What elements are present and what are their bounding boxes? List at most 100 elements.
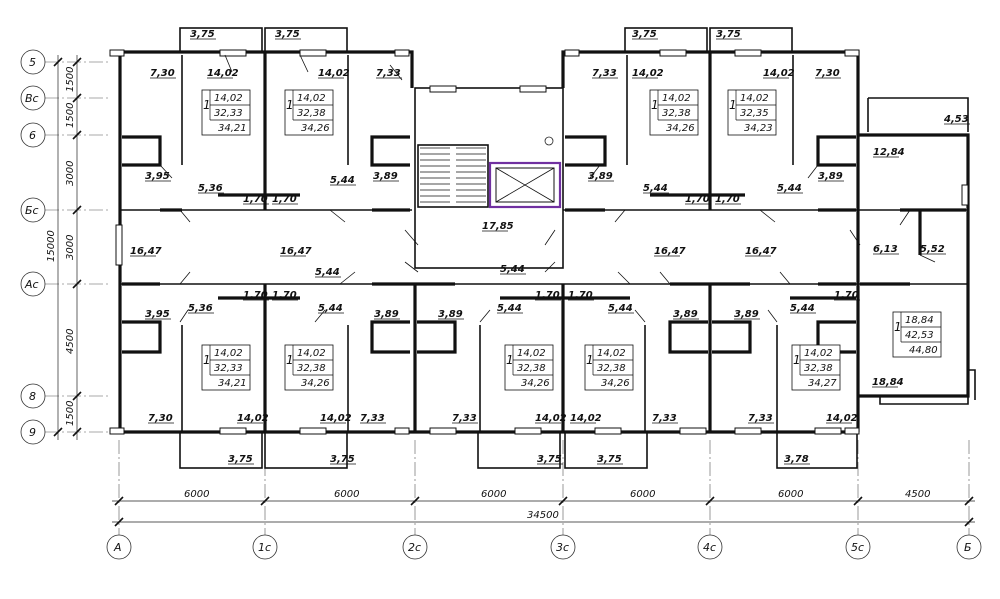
- apartment-total-area: 34,26: [301, 378, 330, 389]
- room-area-label: 3,78: [784, 454, 809, 465]
- room-area-label: 17,85: [482, 221, 514, 232]
- room-area-label: 7,30: [148, 413, 173, 424]
- room-area-label: 7,33: [360, 413, 385, 424]
- dim-5c-b: 4500: [905, 489, 930, 500]
- building-walls: [118, 50, 970, 434]
- stair-and-elevator: [417, 136, 562, 209]
- room-area-label: 14,02: [570, 413, 602, 424]
- room-area-label: 5,44: [500, 264, 525, 275]
- apartment-rooms-count: 1: [286, 98, 294, 112]
- room-area-label: 3,75: [275, 29, 300, 40]
- apartment-total-area: 34,26: [301, 123, 330, 134]
- apartment-rooms-count: 1: [203, 98, 211, 112]
- apartment-living-area: 14,02: [297, 93, 326, 104]
- dim-3c-4c: 6000: [630, 489, 655, 500]
- balconies: [109, 27, 976, 469]
- room-area-label: 12,84: [873, 147, 905, 158]
- room-area-label: 14,02: [207, 68, 239, 79]
- room-area-label: 1,70: [685, 194, 710, 205]
- dim-2c-3c: 6000: [481, 489, 506, 500]
- room-area-label: 3,89: [734, 309, 759, 320]
- apartment-useful-area: 42,53: [905, 330, 934, 341]
- axis-label-1c: 1с: [258, 541, 271, 554]
- room-area-label: 14,02: [318, 68, 350, 79]
- axis-label-4c: 4с: [703, 541, 716, 554]
- room-area-label: 14,02: [826, 413, 858, 424]
- apartment-rooms-count: 1: [203, 353, 211, 367]
- room-area-label: 3,89: [818, 171, 843, 182]
- room-area-label: 3,89: [588, 171, 613, 182]
- room-area-label: 16,47: [130, 246, 162, 257]
- room-area-label: 3,75: [597, 454, 622, 465]
- apartment-living-area: 14,02: [214, 93, 243, 104]
- room-area-label: 6,13: [873, 244, 898, 255]
- room-area-label: 1,70: [568, 290, 593, 301]
- room-area-label: 5,52: [920, 244, 945, 255]
- room-area-label: 4,53: [943, 114, 969, 125]
- room-area-label: 5,44: [790, 303, 815, 314]
- apartment-useful-area: 32,38: [297, 108, 326, 119]
- apartment-rooms-count: 1: [286, 353, 294, 367]
- room-area-label: 3,89: [373, 171, 398, 182]
- axis-label-vc: Вс: [25, 92, 39, 105]
- apartment-living-area: 14,02: [214, 348, 243, 359]
- room-area-label: 3,75: [716, 29, 741, 40]
- room-area-label: 18,84: [872, 377, 904, 388]
- apartment-total-area: 34,27: [808, 378, 837, 389]
- apartment-total-area: 34,21: [218, 378, 247, 389]
- axis-label-6: 6: [29, 129, 36, 142]
- apartment-rooms-count: 1: [793, 353, 801, 367]
- room-area-label: 3,75: [537, 454, 562, 465]
- axis-label-2c: 2с: [408, 541, 421, 554]
- dim-v-ac-8: 4500: [65, 329, 76, 354]
- apartment-useful-area: 32,38: [804, 363, 833, 374]
- dim-v-bc-ac: 3000: [65, 235, 76, 260]
- dim-a-1c: 6000: [184, 489, 209, 500]
- room-area-label: 5,44: [777, 183, 802, 194]
- axis-label-8: 8: [29, 390, 36, 403]
- room-area-label: 5,36: [188, 303, 213, 314]
- apartment-rooms-count: 1: [586, 353, 594, 367]
- axis-bubbles-left: 5 Вс 6 Бс Ас 8 9: [20, 49, 46, 445]
- room-area-label: 5,44: [315, 267, 340, 278]
- dim-total-horizontal: 34500: [527, 510, 559, 521]
- room-area-label: 1,70: [243, 290, 268, 301]
- apartment-total-area: 34,26: [521, 378, 550, 389]
- axis-label-bc: Бс: [25, 204, 39, 217]
- room-area-label: 7,33: [652, 413, 677, 424]
- room-area-label: 3,75: [190, 29, 215, 40]
- axis-label-a: А: [113, 541, 122, 554]
- room-area-label: 5,36: [198, 183, 223, 194]
- room-area-label: 3,89: [673, 309, 698, 320]
- apartment-living-area: 14,02: [517, 348, 546, 359]
- apartment-living-area: 14,02: [804, 348, 833, 359]
- apartment-useful-area: 32,38: [297, 363, 326, 374]
- room-area-label: 16,47: [280, 246, 312, 257]
- apartment-total-area: 34,23: [744, 123, 773, 134]
- dim-v-vc-6: 1500: [65, 103, 76, 128]
- room-area-label: 5,44: [643, 183, 668, 194]
- room-area-label: 1,70: [834, 290, 859, 301]
- room-area-label: 7,33: [376, 68, 401, 79]
- room-area-label: 14,02: [632, 68, 664, 79]
- apartment-useful-area: 32,38: [662, 108, 691, 119]
- apartment-total-area: 34,26: [601, 378, 630, 389]
- dim-4c-5c: 6000: [778, 489, 803, 500]
- apartment-rooms-count: 1: [894, 320, 902, 334]
- axis-label-ac: Ас: [24, 278, 39, 291]
- room-area-label: 3,75: [632, 29, 657, 40]
- room-area-label: 7,33: [748, 413, 773, 424]
- room-area-label: 3,75: [330, 454, 355, 465]
- room-area-label: 7,33: [452, 413, 477, 424]
- room-area-label: 3,95: [145, 171, 170, 182]
- room-area-label: 1,70: [715, 194, 740, 205]
- axis-label-5: 5: [29, 56, 36, 69]
- dim-v-8-9: 1500: [65, 401, 76, 426]
- room-area-label: 14,02: [237, 413, 269, 424]
